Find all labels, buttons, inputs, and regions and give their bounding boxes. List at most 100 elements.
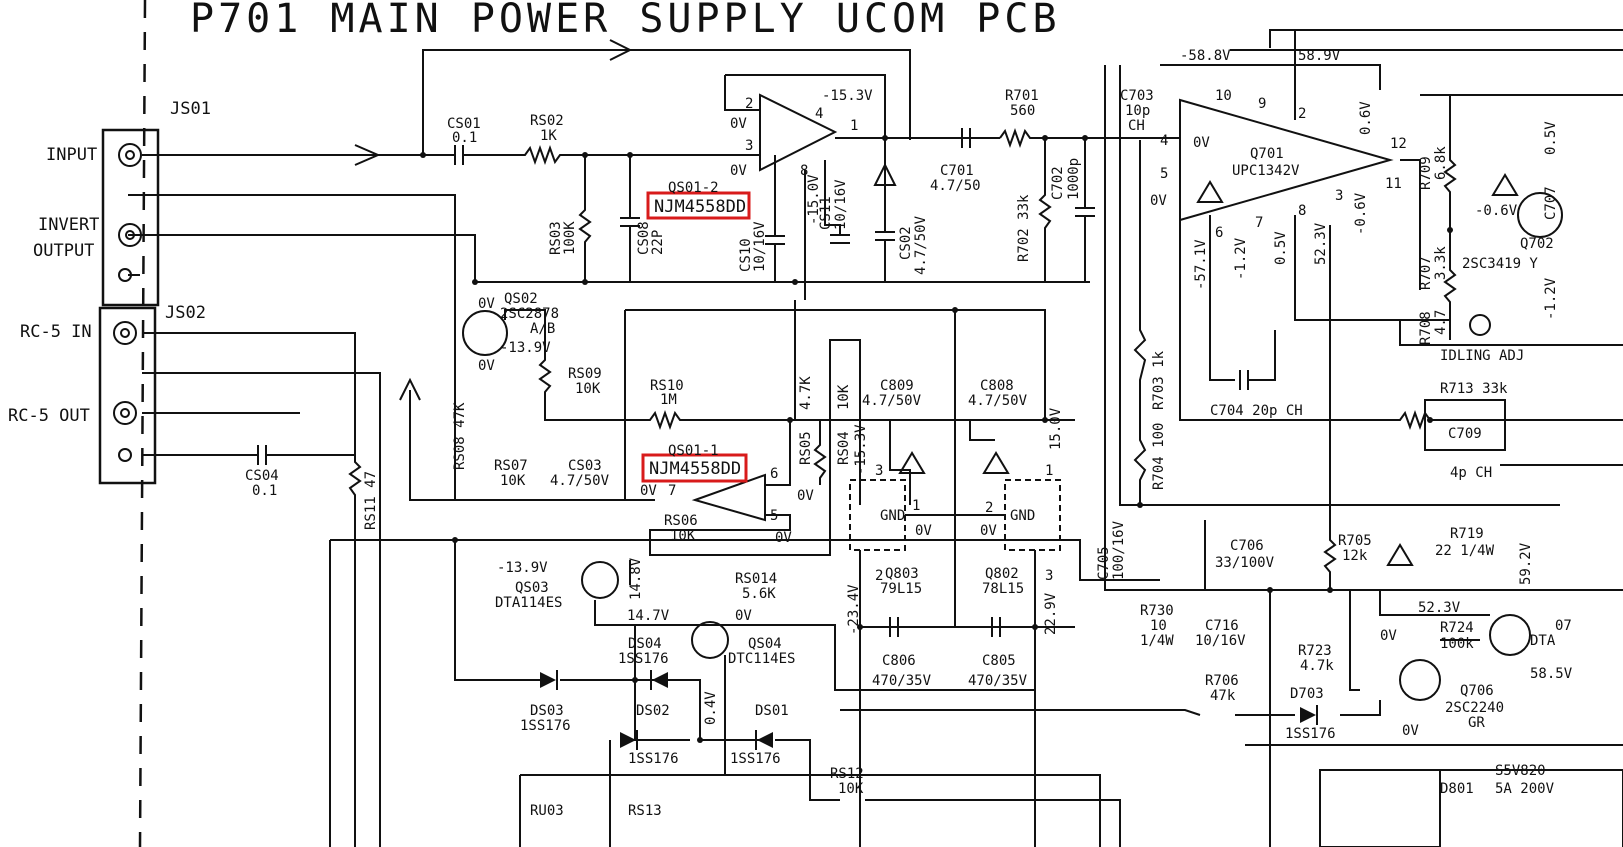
label-d703-value: 1SS176 — [1285, 726, 1336, 742]
label-minus-13-9v: -13.9V — [500, 340, 551, 356]
label-minus-1-2v-q702: -1.2V — [1543, 277, 1559, 320]
label-rs05-value: 4.7K — [798, 376, 814, 410]
label-c701-value: 4.7/50 — [930, 178, 981, 194]
svg-text:8: 8 — [800, 163, 808, 179]
label-rs04: RS04 — [836, 431, 852, 465]
svg-text:8: 8 — [1298, 203, 1306, 219]
label-ds02-value: 1SS176 — [628, 751, 679, 767]
svg-text:10: 10 — [1215, 88, 1232, 104]
label-rs014: RS014 — [735, 571, 777, 587]
label-r702: R702 33k — [1016, 194, 1032, 262]
rc5-out-label: RC-5 OUT — [8, 406, 90, 426]
label-rs04-value: 10K — [836, 384, 852, 410]
label-minus-58-8v: -58.8V — [1180, 48, 1231, 64]
label-c704: C704 20p CH — [1210, 403, 1303, 419]
label-c808: C808 — [980, 378, 1014, 394]
label-idling-adj: IDLING ADJ — [1440, 348, 1524, 364]
svg-text:1: 1 — [1045, 463, 1053, 479]
label-ds02: DS02 — [636, 703, 670, 719]
lower-ic-part-number: NJM4558DD — [649, 459, 741, 479]
label-gnd-q803: GND — [880, 508, 905, 524]
label-d801-value: 5A 200V — [1495, 781, 1555, 797]
label-q702: Q702 — [1520, 236, 1554, 252]
label-r723-value: 4.7k — [1300, 658, 1334, 674]
label-c806-value: 470/35V — [872, 673, 932, 689]
label-cs01: CS01 — [447, 116, 481, 132]
label-minus-1-2v: -1.2V — [1233, 237, 1249, 280]
svg-text:12: 12 — [1390, 136, 1407, 152]
label-q701-value: UPC1342V — [1232, 163, 1300, 179]
highlight-box-lower — [641, 453, 748, 483]
label-r709-value: 6.8k — [1433, 146, 1449, 180]
label-d703: D703 — [1290, 686, 1324, 702]
label-q706: Q706 — [1460, 683, 1494, 699]
svg-text:2: 2 — [985, 500, 993, 516]
label-q706-rank: GR — [1468, 715, 1485, 731]
label-0v-g: 0V — [640, 483, 657, 499]
label-0v-e: 0V — [478, 296, 495, 312]
label-0v-k: 0V — [980, 523, 997, 539]
svg-text:1: 1 — [912, 498, 920, 514]
label-cs10: CS10 — [738, 238, 754, 272]
rc5-in-label: RC-5 IN — [20, 322, 92, 342]
label-0v-n: 0V — [1402, 723, 1419, 739]
label-0-5v-q702: 0.5V — [1543, 121, 1559, 155]
label-r719: R719 — [1450, 526, 1484, 542]
label-q702-value: 2SC3419 Y — [1462, 256, 1538, 272]
label-r730-watt: 1/4W — [1140, 633, 1174, 649]
svg-text:4: 4 — [815, 106, 823, 122]
label-rs07: RS07 — [494, 458, 528, 474]
label-rs09: RS09 — [568, 366, 602, 382]
board-boundary — [138, 0, 147, 847]
label-qs01-2: QS01-2 — [668, 180, 719, 196]
label-r708-value: 4.7 — [1433, 310, 1449, 335]
label-r709: R709 — [1418, 156, 1434, 190]
label-qs03-value: DTA114ES — [495, 595, 562, 611]
label-r730-value: 10 — [1150, 618, 1167, 634]
q701-outline — [1179, 98, 1394, 222]
label-rs10: RS10 — [650, 378, 684, 394]
label-cs08-value: 22P — [650, 230, 666, 255]
label-cs04-value: 0.1 — [252, 483, 277, 499]
label-0v-c: 0V — [1193, 135, 1210, 151]
label-ds01: DS01 — [755, 703, 789, 719]
label-cs02-value: 4.7/50V — [913, 215, 929, 275]
svg-text:2: 2 — [1298, 106, 1306, 122]
label-c702: C702 — [1050, 166, 1066, 200]
label-0v-a: 0V — [730, 116, 747, 132]
label-r701: R701 — [1005, 88, 1039, 104]
js01-label: JS01 — [170, 99, 211, 119]
label-rs06: RS06 — [664, 513, 698, 529]
label-rs014-value: 5.6K — [742, 586, 776, 602]
svg-text:3: 3 — [745, 138, 753, 154]
label-r701-value: 560 — [1010, 103, 1035, 119]
label-0-5v: 0.5V — [1273, 231, 1289, 265]
label-0v-h: 0V — [797, 488, 814, 504]
label-c716-value: 10/16V — [1195, 633, 1246, 649]
connector-js01: JS01 INPUT INVERT OUTPUT — [33, 99, 211, 307]
label-0v-m: 0V — [1380, 628, 1397, 644]
label-s5v820: S5V820 — [1495, 763, 1546, 779]
label-r724: R724 — [1440, 620, 1474, 636]
warning-triangle-icons — [898, 173, 1519, 566]
label-minus-13-9v-qs03: -13.9V — [497, 560, 548, 576]
label-0-4v: 0.4V — [703, 691, 719, 725]
label-cs01-value: 0.1 — [452, 130, 477, 146]
output-label: OUTPUT — [33, 241, 94, 261]
label-c706: C706 — [1230, 538, 1264, 554]
label-cs11-value: 10/16V — [833, 179, 849, 230]
label-c716: C716 — [1205, 618, 1239, 634]
label-rs12: RS12 — [830, 766, 864, 782]
label-c705: C705 — [1096, 546, 1112, 580]
highlight-box-upper — [646, 191, 751, 220]
svg-text:2: 2 — [875, 568, 883, 584]
label-0-6v: 0.6V — [1358, 101, 1374, 135]
label-0v-f: 0V — [478, 358, 495, 374]
label-r707-value: 3.3k — [1433, 246, 1449, 280]
label-minus-57-1v: -57.1V — [1193, 239, 1209, 290]
label-59-2v: 59.2V — [1518, 542, 1534, 585]
label-rs02: RS02 — [530, 113, 564, 129]
svg-text:3: 3 — [875, 463, 883, 479]
label-minus-15-3v: -15.3V — [822, 88, 873, 104]
